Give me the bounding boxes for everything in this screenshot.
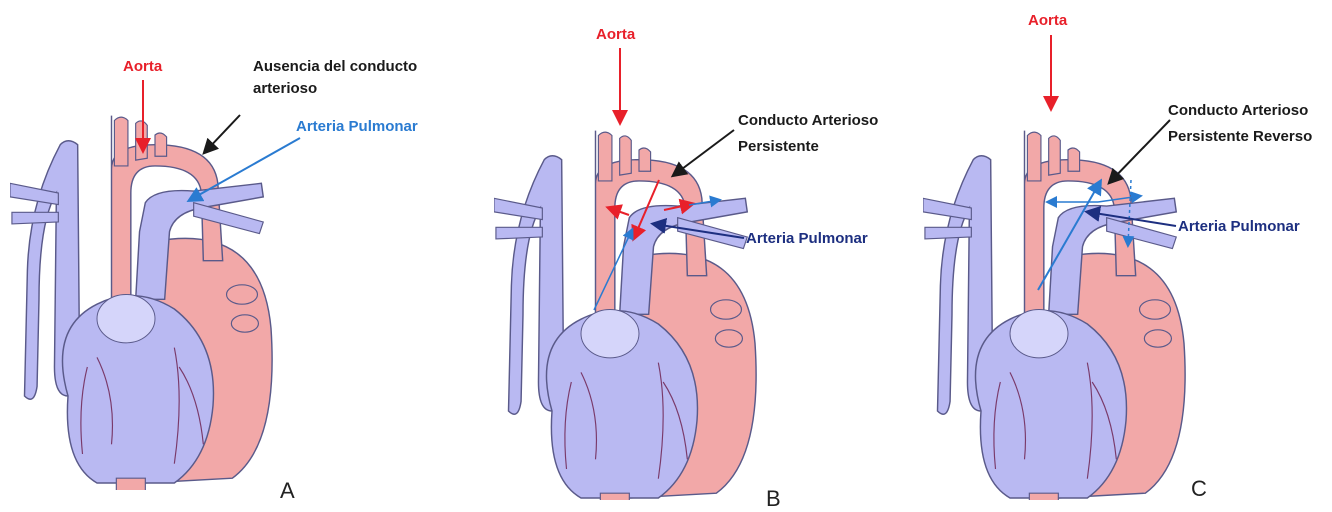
panel-c: Aorta Conducto Arterioso Persistente Rev… <box>888 0 1332 511</box>
pulmonary-label: Arteria Pulmonar <box>746 228 868 250</box>
duct-arrow <box>674 130 734 175</box>
duct-label-line2: arterioso <box>253 78 317 100</box>
heart-diagram-c <box>888 0 1332 511</box>
heart-diagram-b <box>444 0 888 511</box>
duct-label-line1: Conducto Arterioso <box>1168 100 1308 122</box>
aorta-label: Aorta <box>123 56 162 78</box>
aorta-label: Aorta <box>596 24 635 46</box>
panel-letter: C <box>1191 476 1207 502</box>
duct-arrow <box>205 115 240 152</box>
panel-letter: A <box>280 478 295 504</box>
pulmonary-label: Arteria Pulmonar <box>1178 216 1300 238</box>
duct-label-line2: Persistente <box>738 136 819 158</box>
duct-arrow <box>1110 120 1170 182</box>
panel-letter: B <box>766 486 781 512</box>
duct-label-line1: Ausencia del conducto <box>253 56 417 78</box>
duct-label-line1: Conducto Arterioso <box>738 110 878 132</box>
pulmonary-label: Arteria Pulmonar <box>296 116 418 138</box>
panel-a: Aorta Ausencia del conducto arterioso Ar… <box>0 0 444 511</box>
duct-label-line2: Persistente Reverso <box>1168 126 1312 148</box>
aorta-label: Aorta <box>1028 10 1067 32</box>
panel-b: Aorta Conducto Arterioso Persistente Art… <box>444 0 888 511</box>
